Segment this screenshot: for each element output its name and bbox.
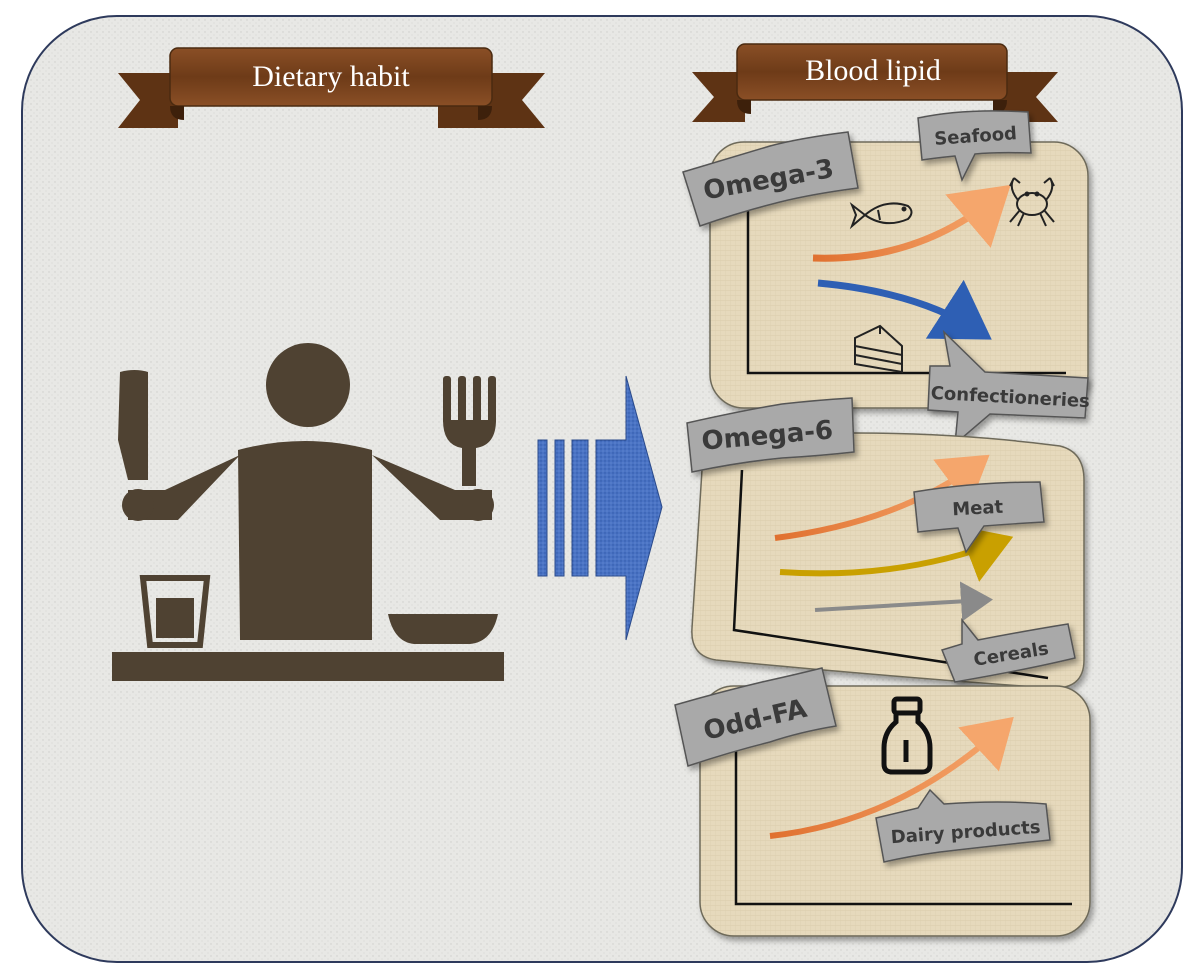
- omega6-meat-arrow: [774, 454, 990, 541]
- blood-lipid-banner: Blood lipid: [692, 43, 1058, 122]
- dietary-habit-banner: Dietary habit: [118, 47, 545, 128]
- person-eating-icon: [112, 343, 504, 681]
- oddfa-panel: Odd-FA Dairy products: [674, 667, 1091, 937]
- omega6-secondary-arrow: [779, 525, 1014, 582]
- crab-icon: [1009, 177, 1055, 227]
- fish-icon: [849, 201, 913, 230]
- omega6-tag: Omega-6: [686, 397, 855, 473]
- meat-callout: Meat: [913, 481, 1045, 554]
- oddfa-dairy-arrow: [769, 716, 1014, 839]
- dairy-products-callout: Dairy products: [875, 788, 1051, 863]
- blood-lipid-title: Blood lipid: [805, 54, 941, 87]
- cereals-callout: Cereals: [940, 617, 1076, 683]
- omega3-seafood-arrow: [812, 184, 1011, 262]
- milk-bottle-icon: [881, 696, 933, 775]
- flow-arrow: [537, 375, 663, 641]
- omega6-panel: Omega-6 Meat Cereals: [686, 397, 1085, 689]
- dietary-habit-title: Dietary habit: [252, 60, 410, 93]
- seafood-callout: Seafood: [917, 110, 1032, 183]
- omega3-panel: Omega-3 Seafood Confectioneries: [682, 110, 1090, 446]
- confectioneries-callout: Confectioneries: [927, 329, 1090, 446]
- omega3-confectioneries-arrow: [817, 279, 992, 340]
- cake-icon: [854, 324, 903, 374]
- omega6-cereals-arrow: [814, 581, 993, 622]
- meat-label: Meat: [952, 497, 1004, 521]
